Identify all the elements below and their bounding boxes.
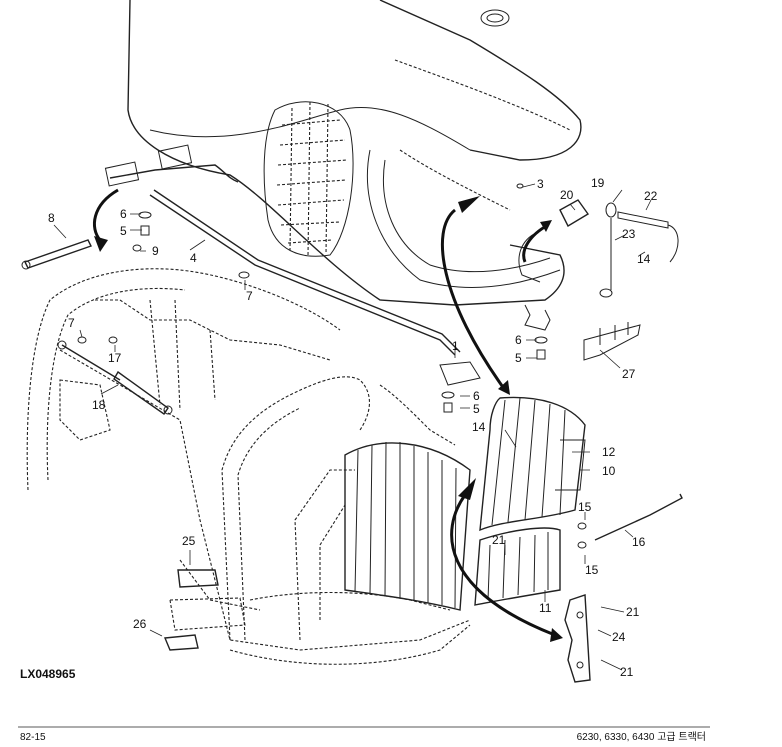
grate-plate [169,597,246,631]
arrow-shield [450,478,563,642]
callout-19: 19 [591,176,605,190]
page-footer: 82-15 6230, 6330, 6430 고급 트랙터 [18,726,710,743]
callout-6b: 6 [515,333,522,347]
callout-15b: 15 [585,563,599,577]
side-shield-left [344,441,471,611]
callout-18: 18 [92,398,106,412]
callout-5b: 5 [515,351,522,365]
callout-11: 11 [539,601,552,615]
callout-5a: 5 [120,224,127,238]
callout-4: 4 [190,251,197,265]
side-shield-upper [479,396,586,532]
figure-reference: LX048965 [20,667,76,681]
callout-26: 26 [133,617,147,631]
callout-24: 24 [612,630,626,644]
hardware [77,183,548,413]
callout-27: 27 [622,367,636,381]
callout-12: 12 [602,445,616,459]
callout-25: 25 [182,534,196,548]
callout-6c: 6 [473,389,480,403]
bracket [564,594,591,683]
latch-assembly [518,199,679,361]
callout-10: 10 [602,464,616,478]
hinge-rod [104,144,481,386]
callout-21b: 21 [626,605,640,619]
hood-grille [263,101,354,257]
plate-26 [163,634,199,651]
callout-21c: 21 [620,665,634,679]
hood-seal [480,9,510,27]
callout-labels: 1 3 4 5 5 5 6 6 6 7 7 8 9 10 11 12 14 14… [48,176,658,679]
arrow-latch [440,196,510,395]
leader-lines [53,183,652,671]
side-shield-lower [474,527,561,606]
callout-16: 16 [632,535,646,549]
callout-20: 20 [560,188,574,202]
callout-9: 9 [152,244,159,258]
plate-25 [177,569,219,588]
arrow-latch-small [522,220,552,263]
callout-6a: 6 [120,207,127,221]
callout-21a: 21 [492,533,506,547]
callout-7a: 7 [246,289,253,303]
callout-8: 8 [48,211,55,225]
callout-15a: 15 [578,500,592,514]
hood [127,0,582,306]
callout-5c: 5 [473,402,480,416]
callout-7b: 7 [68,316,75,330]
retaining-rod [577,493,683,549]
callout-1: 1 [452,339,459,353]
callout-23: 23 [622,227,636,241]
arrow-hinge [92,188,119,252]
callout-14b: 14 [472,420,486,434]
model-title: 6230, 6330, 6430 고급 트랙터 [577,731,706,743]
chassis-frame [26,268,471,665]
page-number: 82-15 [20,732,46,743]
callout-3: 3 [537,177,544,191]
callout-22: 22 [644,189,658,203]
gas-strut [57,340,173,415]
callout-14a: 14 [637,252,651,266]
pin-8 [21,239,92,270]
callout-17: 17 [108,351,122,365]
